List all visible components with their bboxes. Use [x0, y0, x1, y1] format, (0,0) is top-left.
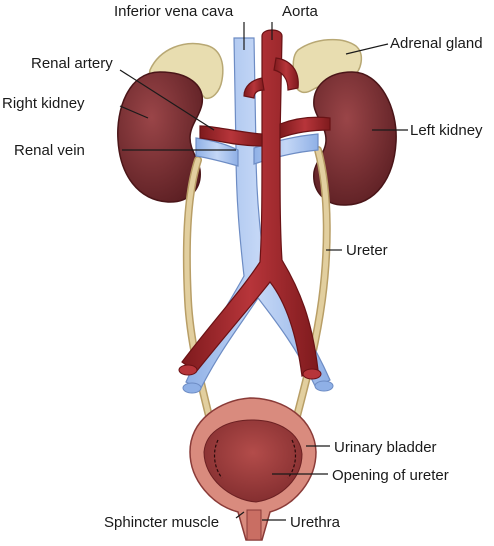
left-iliac-vein-end: [314, 380, 334, 392]
label-opening-of-ureter: Opening of ureter: [332, 467, 449, 484]
left-ureter-opening: [287, 439, 297, 479]
bladder-interior: [203, 419, 303, 503]
label-right-kidney: Right kidney: [2, 95, 85, 112]
label-adrenal-gland: Adrenal gland: [390, 35, 483, 52]
urethra: [246, 509, 262, 541]
left-renal-artery: [279, 116, 331, 139]
right-renal-vein: [195, 137, 239, 167]
leader-sphincter-muscle: [235, 511, 245, 519]
aorta: [181, 29, 319, 377]
leader-adrenal-gland: [345, 43, 389, 55]
label-ureter: Ureter: [346, 242, 388, 259]
label-aorta: Aorta: [282, 3, 319, 20]
label-urethra: Urethra: [290, 514, 341, 531]
left-iliac-artery-end: [302, 368, 322, 380]
leader-right-kidney: [119, 105, 149, 119]
right-renal-artery: [199, 125, 263, 147]
left-kidney: [313, 71, 397, 206]
label-renal-vein: Renal vein: [14, 142, 85, 159]
label-renal-artery: Renal artery: [31, 55, 113, 72]
leader-renal-artery: [119, 69, 215, 131]
aortic-branch-left: [243, 77, 265, 99]
label-sphincter-muscle: Sphincter muscle: [104, 514, 219, 531]
left-ureter-fill: [293, 147, 330, 423]
right-iliac-artery-end: [178, 364, 198, 376]
label-inferior-vena-cava: Inferior vena cava: [114, 3, 234, 20]
right-ureter-opening: [213, 439, 223, 479]
right-iliac-vein-end: [182, 382, 202, 394]
aortic-branch: [273, 57, 299, 91]
label-left-kidney: Left kidney: [410, 122, 483, 139]
label-urinary-bladder: Urinary bladder: [334, 439, 437, 456]
right-kidney: [117, 71, 204, 203]
